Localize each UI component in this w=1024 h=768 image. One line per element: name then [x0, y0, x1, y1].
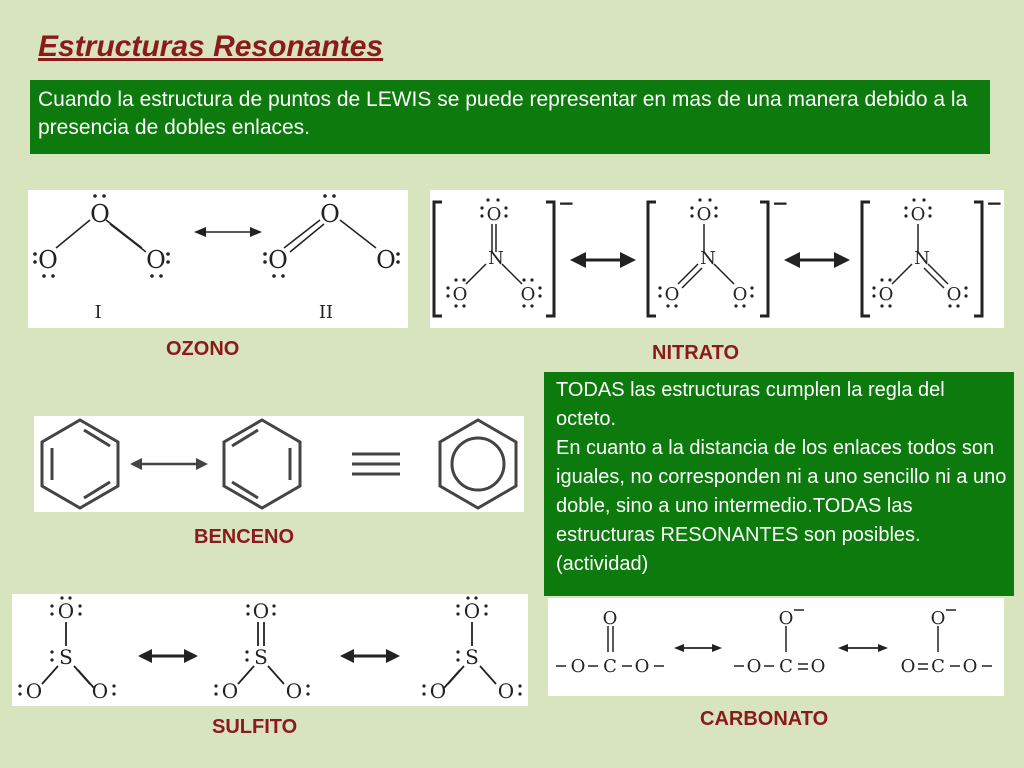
ozone-atom-o: O	[90, 200, 110, 228]
ozone-atom-o: O	[320, 200, 340, 228]
carbonate-atom-c: C	[603, 656, 617, 677]
carbonate-diagram: O C O O O C O O O C O O	[548, 598, 1004, 696]
sulfite-atom-o: O	[498, 679, 514, 703]
benzene-diagram	[34, 416, 524, 512]
carbonate-atom-o: O	[963, 656, 978, 677]
nitrate-atom-o: O	[521, 284, 536, 305]
carbonate-atom-o: O	[635, 656, 650, 677]
label-ozono: OZONO	[166, 338, 240, 360]
sulfite-atom-o: O	[58, 599, 74, 623]
nitrate-atom-o: O	[947, 284, 962, 305]
nitrate-atom-o: O	[665, 284, 680, 305]
note-line-1: TODAS las estructuras cumplen la regla d…	[556, 379, 945, 430]
nitrate-atom-o: O	[911, 204, 926, 225]
carbonate-atom-o: O	[931, 608, 946, 629]
note-line-2: En cuanto a la distancia de los enlaces …	[556, 437, 1007, 575]
carbonate-atom-o: O	[571, 656, 586, 677]
carbonate-atom-o: O	[811, 656, 826, 677]
nitrate-charge: −	[558, 191, 575, 215]
nitrate-charge: −	[986, 191, 1003, 215]
sulfite-atom-o: O	[222, 679, 238, 703]
intro-box: Cuando la estructura de puntos de LEWIS …	[30, 80, 990, 154]
page-title: Estructuras Resonantes	[38, 30, 384, 63]
carbonate-atom-c: C	[779, 656, 793, 677]
ozone-label-1: I	[94, 302, 101, 323]
carbonate-atom-o: O	[901, 656, 916, 677]
nitrate-diagram: − − − O N O O O N O O O N O O	[430, 190, 1004, 328]
ozone-atom-o: O	[146, 246, 166, 274]
ozone-label-2: II	[319, 302, 333, 323]
sulfite-diagram: O S O O O S O O O S O O	[12, 594, 528, 706]
sulfite-atom-s: S	[59, 645, 73, 669]
nitrate-charge: −	[772, 191, 789, 215]
nitrate-atom-o: O	[487, 204, 502, 225]
label-benceno: BENCENO	[194, 526, 295, 548]
carbonate-atom-o: O	[747, 656, 762, 677]
label-sulfito: SULFITO	[212, 716, 298, 738]
nitrate-atom-n: N	[700, 248, 716, 269]
ozone-diagram: O O O O O O I II	[28, 190, 408, 328]
nitrate-atom-o: O	[453, 284, 468, 305]
carbonate-atom-c: C	[931, 656, 945, 677]
sulfite-atom-o: O	[26, 679, 42, 703]
nitrate-atom-o: O	[879, 284, 894, 305]
ozone-atom-o: O	[38, 246, 58, 274]
carbonate-atom-o: O	[779, 608, 794, 629]
nitrate-atom-n: N	[488, 248, 504, 269]
ozone-atom-o: O	[376, 246, 396, 274]
sulfite-atom-o: O	[464, 599, 480, 623]
nitrate-atom-o: O	[697, 204, 712, 225]
sulfite-atom-s: S	[254, 645, 268, 669]
label-carbonato: CARBONATO	[700, 708, 829, 730]
carbonate-atom-o: O	[603, 608, 618, 629]
sulfite-atom-o: O	[430, 679, 446, 703]
octet-rule-note: TODAS las estructuras cumplen la regla d…	[544, 372, 1014, 596]
label-nitrato: NITRATO	[652, 342, 740, 364]
nitrate-atom-o: O	[733, 284, 748, 305]
sulfite-atom-o: O	[253, 599, 269, 623]
nitrate-atom-n: N	[914, 248, 930, 269]
sulfite-atom-o: O	[92, 679, 108, 703]
ozone-atom-o: O	[268, 246, 288, 274]
sulfite-atom-s: S	[465, 645, 479, 669]
sulfite-atom-o: O	[286, 679, 302, 703]
